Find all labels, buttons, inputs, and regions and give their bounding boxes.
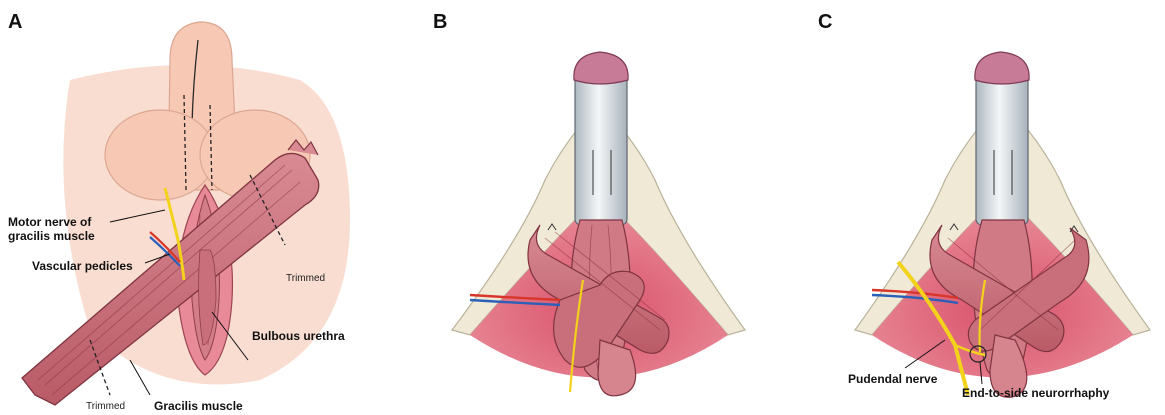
label-motor-nerve-2: gracilis muscle — [8, 229, 95, 243]
label-end-to-side-neurorrhaphy: End-to-side neurorrhaphy — [962, 386, 1110, 400]
label-gracilis-muscle: Gracilis muscle — [154, 399, 243, 413]
label-vascular-pedicles: Vascular pedicles — [32, 259, 133, 273]
panel-letter-c: C — [818, 11, 832, 33]
panel-letter-b: B — [433, 11, 447, 33]
catheter-c — [976, 75, 1028, 225]
catheter-b — [575, 75, 627, 225]
label-bulbous-urethra: Bulbous urethra — [252, 329, 345, 343]
label-pudendal-nerve: Pudendal nerve — [848, 372, 938, 386]
label-trimmed-bottom: Trimmed — [86, 401, 125, 412]
glans-b — [574, 52, 628, 84]
panel-a: A — [8, 11, 350, 413]
panel-c: C Pudendal nerv — [818, 11, 1150, 400]
glans-c — [975, 52, 1029, 84]
label-trimmed-top: Trimmed — [286, 273, 325, 284]
panel-b: B — [433, 11, 745, 396]
label-motor-nerve-1: Motor nerve of — [8, 215, 92, 229]
panel-letter-a: A — [8, 11, 22, 33]
scrotum-left — [105, 110, 215, 200]
